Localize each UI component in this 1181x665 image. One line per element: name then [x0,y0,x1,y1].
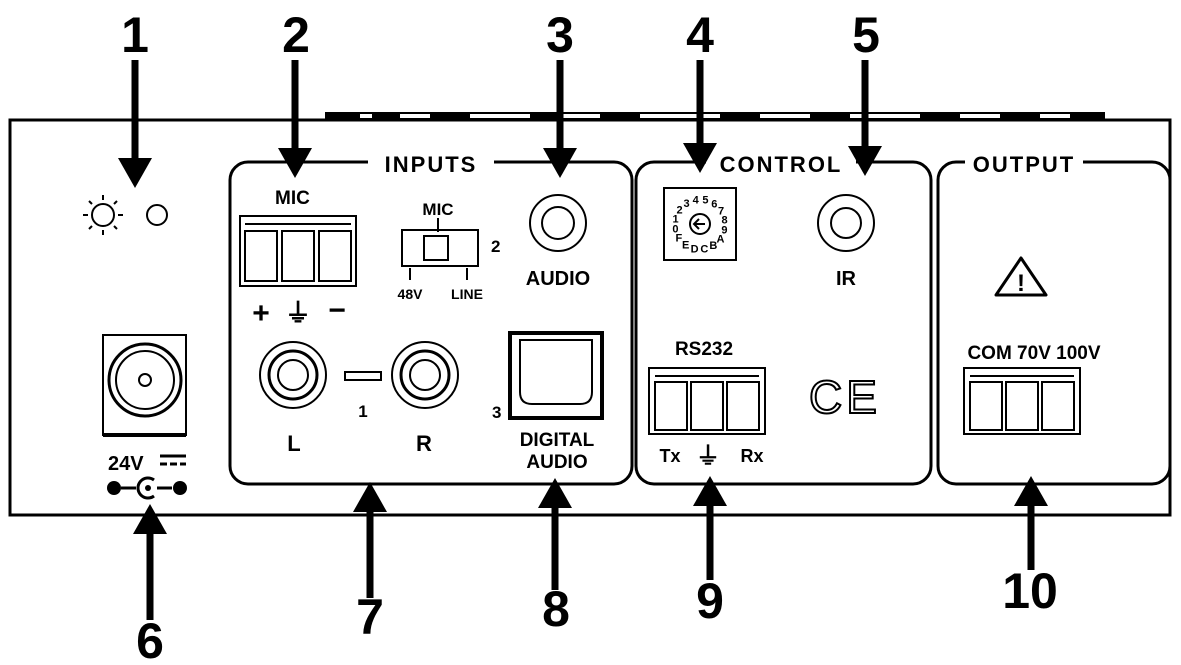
callout-9: 9 [696,573,724,629]
power-led [146,204,168,226]
dial-char: 6 [711,199,717,211]
control-section-title: CONTROL [720,152,843,177]
dial-char: 2 [676,205,682,217]
dial-char: B [709,240,717,252]
callout-4: 4 [686,7,714,63]
rca-pair-link [344,371,382,381]
ir-jack[interactable] [817,194,875,252]
dc-symbol-icon [160,454,186,466]
inputs-section-title: INPUTS [385,152,478,177]
callout-5: 5 [852,7,880,63]
digital-optical-port[interactable] [508,331,604,420]
power-jack[interactable] [102,334,187,437]
digital-input-number: 3 [492,403,501,422]
switch-48v-label: 48V [398,286,424,302]
rca-left-jack[interactable] [259,341,327,409]
dial-char: 8 [722,215,728,227]
callout-10: 10 [1002,563,1058,619]
warning-triangle-icon: ! [994,256,1048,297]
callout-1: 1 [121,7,149,63]
rca-input-number: 1 [358,402,367,421]
dial-char: 1 [673,214,679,226]
dial-char: E [682,240,689,252]
rs232-tx-label: Tx [659,446,680,466]
dial-char: 0 [672,223,678,235]
output-section-box [936,160,1172,486]
polarity-icon [107,476,187,500]
dial-char: A [717,233,725,245]
dial-char: 3 [684,198,690,210]
dial-char: F [676,232,683,244]
digital-audio-label-line2: AUDIO [526,452,587,473]
digital-audio-label-line1: DIGITAL [520,430,595,451]
audio-jack-label: AUDIO [526,268,590,290]
mic-terminal-ground: ⏚ [285,298,311,328]
switch-mic-label: MIC [422,200,453,219]
mic-line-switch[interactable] [401,229,479,280]
mic-terminal-block[interactable] [239,215,357,287]
mic-label: MIC [275,188,310,209]
dial-char: 9 [721,224,727,236]
rca-right-jack[interactable] [391,341,459,409]
output-terminals-label: COM 70V 100V [967,343,1100,364]
rs232-ground-label: ⏚ [696,443,720,470]
top-edge-detail [325,112,1105,121]
rs232-rx-label: Rx [740,446,763,466]
callout-7: 7 [356,589,384,645]
callout-8: 8 [542,581,570,637]
dial-char: 7 [718,206,724,218]
callout-3: 3 [546,7,574,63]
rs232-label: RS232 [675,339,733,360]
svg-text:!: ! [1017,270,1025,297]
switch-number: 2 [491,237,500,256]
output-section-title: OUTPUT [973,152,1075,177]
dial-char: 4 [693,194,700,206]
ce-mark: CE [809,371,881,423]
mic-terminal-minus: − [328,294,346,327]
power-led-sun-icon [83,195,123,235]
switch-line-label: LINE [451,286,483,302]
callout-6: 6 [136,613,164,665]
rca-right-label: R [416,431,432,456]
rca-left-label: L [287,431,300,456]
dial-char: D [691,243,699,255]
ir-label: IR [836,268,857,290]
dial-char: C [700,244,708,256]
mic-terminal-plus: + [252,297,270,330]
power-voltage-label: 24V [108,453,144,475]
output-terminal-block[interactable] [963,367,1081,435]
dial-char: 5 [702,195,708,207]
rs232-terminal-block[interactable] [648,367,766,435]
audio-jack[interactable] [529,194,587,252]
callout-2: 2 [282,7,310,63]
